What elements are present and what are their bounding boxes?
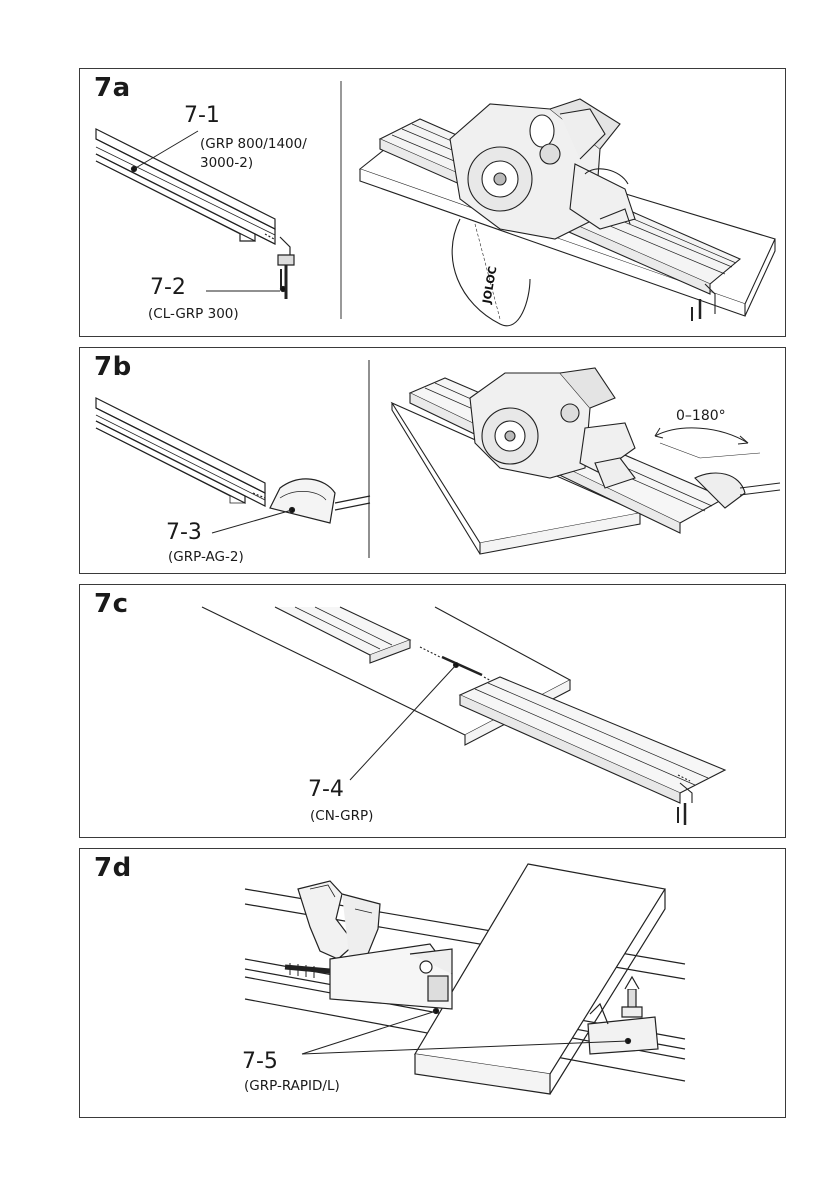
part-desc-7-5: (GRP-RAPID/L) (244, 1077, 340, 1096)
part-number-7-5: 7-5 (242, 1049, 278, 1074)
panel-7d: 7d (79, 848, 786, 1118)
part-desc-7-3: (GRP-AG-2) (168, 548, 244, 567)
part-number-7-2: 7-2 (150, 275, 186, 300)
part-number-7-3: 7-3 (166, 520, 202, 545)
part-number-7-1: 7-1 (184, 103, 220, 128)
panel-7b: 7b (79, 347, 786, 574)
panel-7c: 7c 7-4 (79, 584, 786, 838)
angle-range-label: 0–180° (676, 408, 726, 424)
part-desc-7-1-line1: (GRP 800/1400/ (200, 135, 307, 154)
part-number-7-4: 7-4 (308, 777, 344, 802)
part-desc-7-2: (CL-GRP 300) (148, 305, 239, 324)
part-desc-7-1-line2: 3000-2) (200, 154, 253, 173)
illustration-7d (80, 849, 786, 1118)
illustration-7c (80, 585, 786, 838)
panel-7a: 7a (79, 68, 786, 337)
part-desc-7-4: (CN-GRP) (310, 807, 373, 826)
